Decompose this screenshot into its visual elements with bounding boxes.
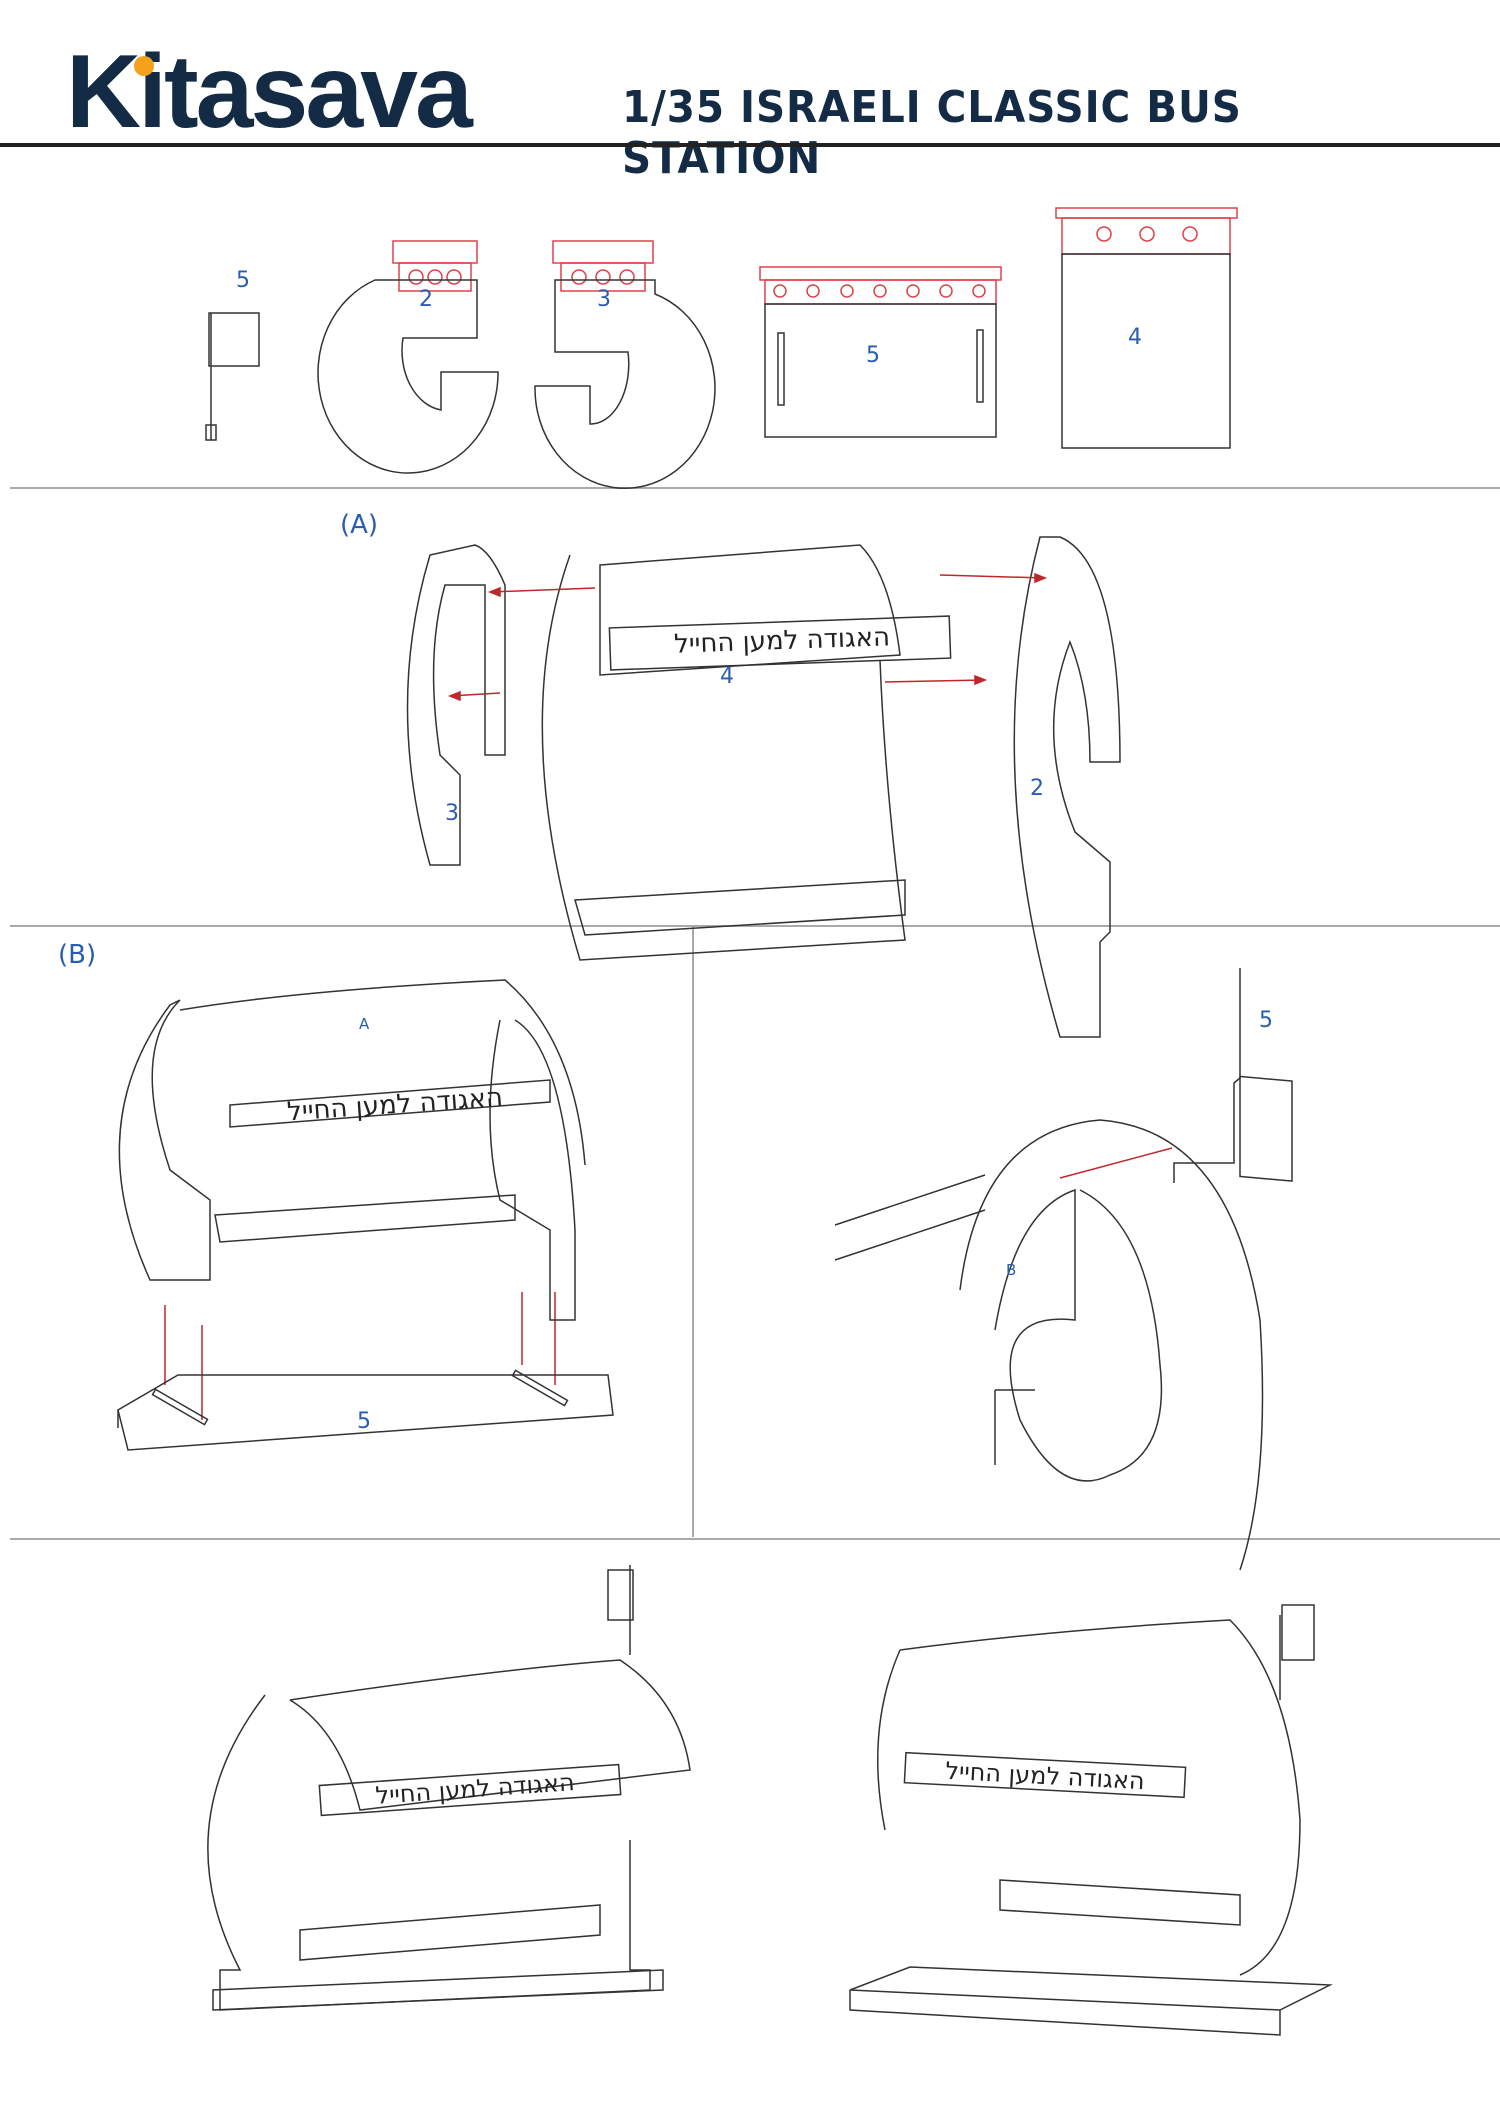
header-rule (0, 143, 1500, 147)
part-label-base: 5 (866, 343, 880, 368)
step-a-side-3 (406, 544, 506, 866)
step-b-label-flag: 5 (1259, 1008, 1273, 1033)
final-render-left (207, 1565, 691, 2011)
step-a-roof-4 (541, 544, 952, 961)
step-b-label-side: B (1006, 1261, 1017, 1279)
part-label-roof: 4 (1128, 325, 1142, 350)
step-b-detail (834, 968, 1293, 1571)
part-label-side-2: 2 (419, 287, 433, 312)
logo-dot (134, 56, 154, 76)
step-b-label-assembly: A (359, 1015, 370, 1033)
part-side-3 (534, 240, 716, 490)
step-b-assembly (117, 979, 614, 1451)
part-base-5 (759, 266, 1002, 438)
part-label-side-3: 3 (597, 287, 611, 312)
final-render-right (849, 1604, 1333, 2036)
step-a-side-2 (1013, 536, 1121, 1038)
section-divider (10, 925, 1500, 927)
part-label-flag: 5 (236, 268, 250, 293)
page-title: 1/35 ISRAELI CLASSIC BUS STATION (622, 82, 1242, 184)
part-roof-4 (1055, 207, 1238, 449)
section-divider (10, 487, 1500, 489)
step-a-heading: (A) (340, 510, 379, 540)
step-b-heading: (B) (58, 940, 97, 970)
section-divider (10, 1538, 1500, 1540)
brand-logo: Kitasava (66, 34, 473, 150)
assembly-arrows (164, 572, 1173, 1420)
part-side-2 (317, 240, 499, 474)
step-a-label-roof: 4 (720, 664, 734, 689)
part-flag (205, 312, 260, 441)
section-divider-vertical (692, 925, 694, 1537)
step-a-label-side-2: 2 (1030, 776, 1044, 801)
step-b-label-base: 5 (357, 1409, 371, 1434)
step-a-label-side-3: 3 (445, 801, 459, 826)
